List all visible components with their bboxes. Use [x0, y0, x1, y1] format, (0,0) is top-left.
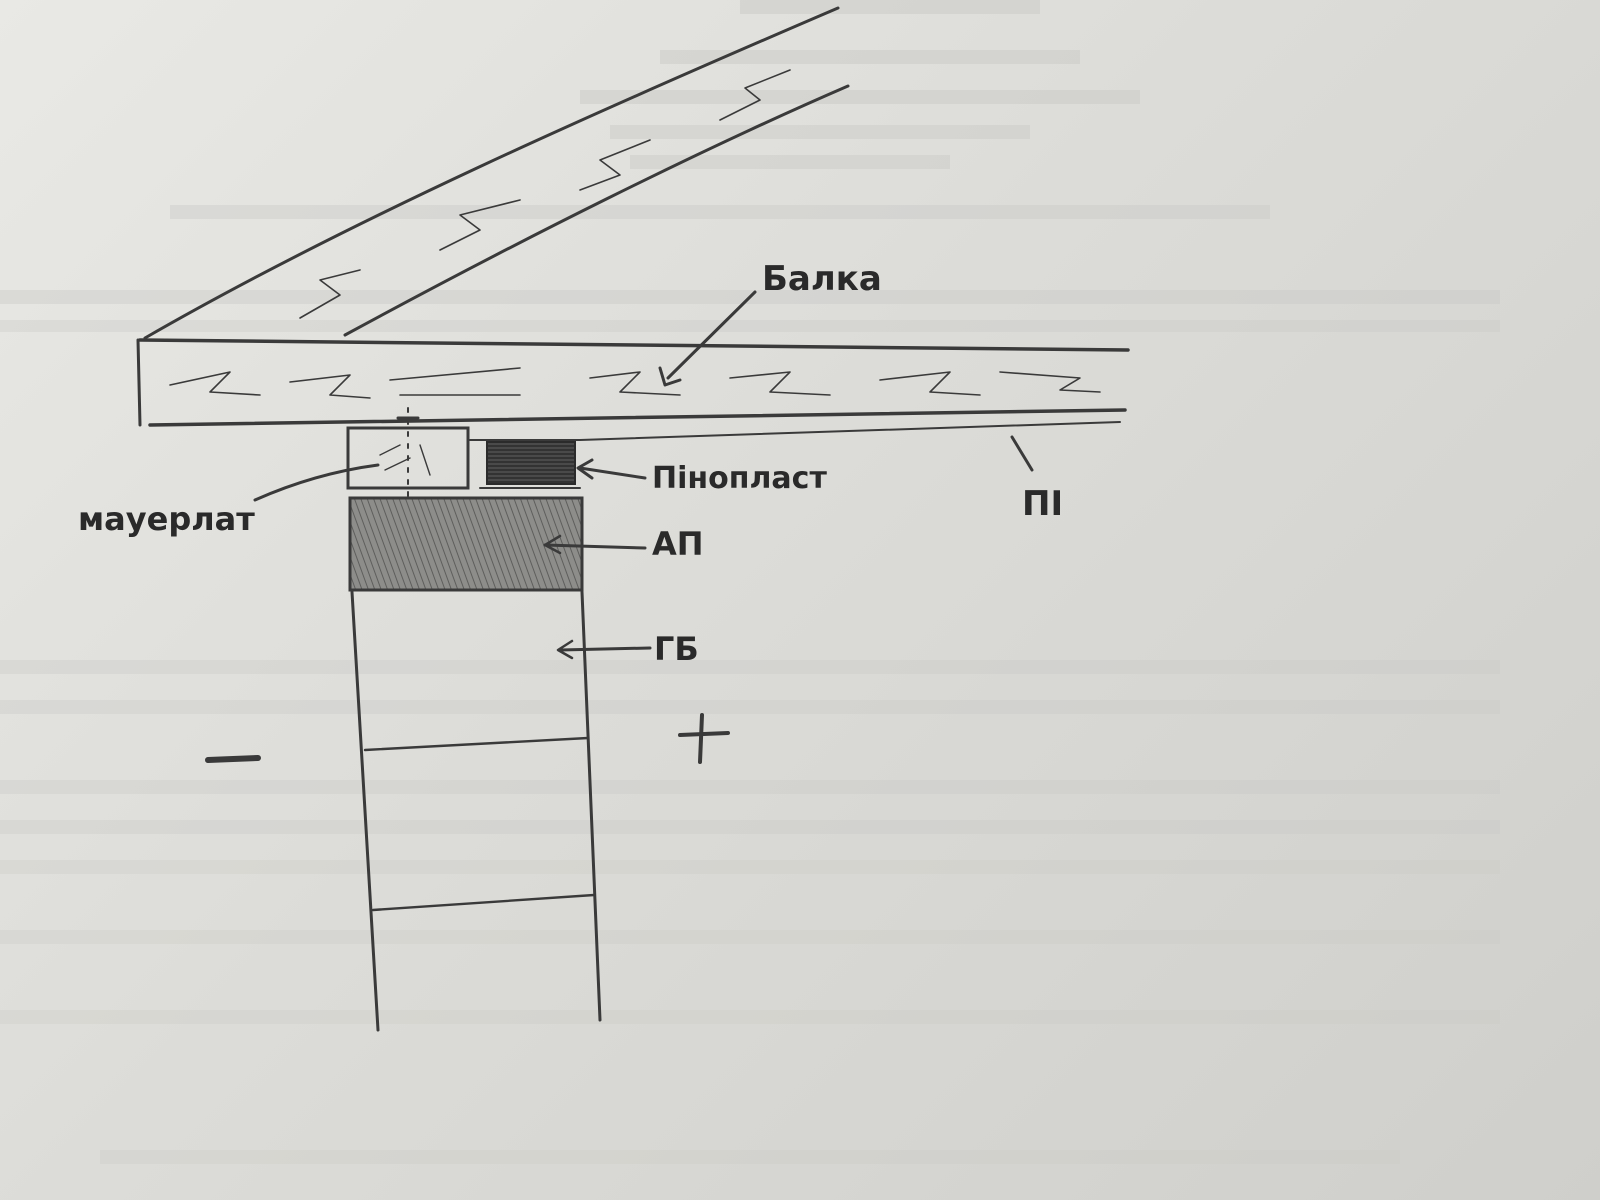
gb-label: ГБ [654, 630, 699, 668]
foam-block [486, 441, 576, 485]
ap-label: АП [652, 525, 704, 563]
rafter [143, 6, 850, 340]
plus-sign: + [678, 713, 730, 764]
ap-block [348, 496, 584, 592]
gb-wall [350, 590, 602, 1032]
bleed-through-text [0, 0, 1500, 1164]
pi-label: ПІ [1022, 484, 1063, 524]
beam-label: Балка [762, 259, 882, 299]
foam-label: Пінопласт [652, 461, 827, 496]
membrane-line [469, 421, 1121, 441]
minus-sign: - [205, 755, 261, 763]
beam [136, 338, 1130, 427]
mauerlat-label: мауерлат [78, 500, 255, 538]
leader-arrows [253, 290, 1034, 660]
